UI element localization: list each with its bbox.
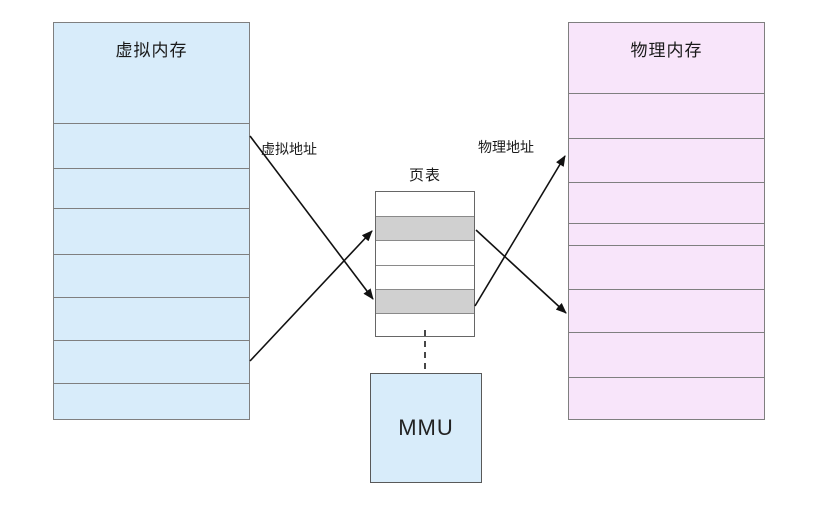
virtual-memory-box: 虚拟内存 bbox=[53, 22, 250, 420]
virtual-memory-row bbox=[54, 254, 249, 297]
physical-memory-row bbox=[569, 93, 764, 138]
page-table-row bbox=[376, 192, 474, 216]
physical-memory-row bbox=[569, 182, 764, 223]
virtual-address-label: 虚拟地址 bbox=[261, 141, 317, 157]
physical-memory-box: 物理内存 bbox=[568, 22, 765, 420]
virtual-to-pagetable-arrow-1 bbox=[249, 135, 374, 300]
physical-memory-row bbox=[569, 377, 764, 419]
physical-memory-rows bbox=[569, 93, 764, 419]
physical-memory-row bbox=[569, 245, 764, 289]
virtual-to-pagetable-arrow-2 bbox=[249, 230, 373, 362]
mmu-box: MMU bbox=[370, 373, 482, 483]
page-table-row bbox=[376, 216, 474, 240]
mmu-label: MMU bbox=[398, 415, 454, 440]
virtual-memory-rows bbox=[54, 123, 249, 419]
page-table-row bbox=[376, 240, 474, 265]
physical-memory-row bbox=[569, 223, 764, 245]
page-table-row bbox=[376, 313, 474, 336]
virtual-memory-row bbox=[54, 383, 249, 419]
physical-memory-row bbox=[569, 138, 764, 182]
page-table-row bbox=[376, 265, 474, 289]
physical-memory-row bbox=[569, 289, 764, 332]
virtual-memory-row bbox=[54, 123, 249, 168]
pagetable-to-physical-arrow-2 bbox=[474, 155, 566, 307]
virtual-memory-row bbox=[54, 340, 249, 383]
virtual-memory-title: 虚拟内存 bbox=[115, 41, 188, 60]
virtual-memory-row bbox=[54, 168, 249, 208]
pagetable-to-physical-arrow-1 bbox=[475, 229, 567, 314]
physical-memory-title: 物理内存 bbox=[630, 41, 703, 60]
page-table-box bbox=[375, 191, 475, 337]
page-table-title: 页表 bbox=[408, 167, 441, 184]
physical-address-label: 物理地址 bbox=[478, 139, 534, 155]
page-table-row bbox=[376, 289, 474, 313]
physical-memory-row bbox=[569, 332, 764, 377]
virtual-memory-row bbox=[54, 208, 249, 254]
virtual-memory-row bbox=[54, 297, 249, 340]
